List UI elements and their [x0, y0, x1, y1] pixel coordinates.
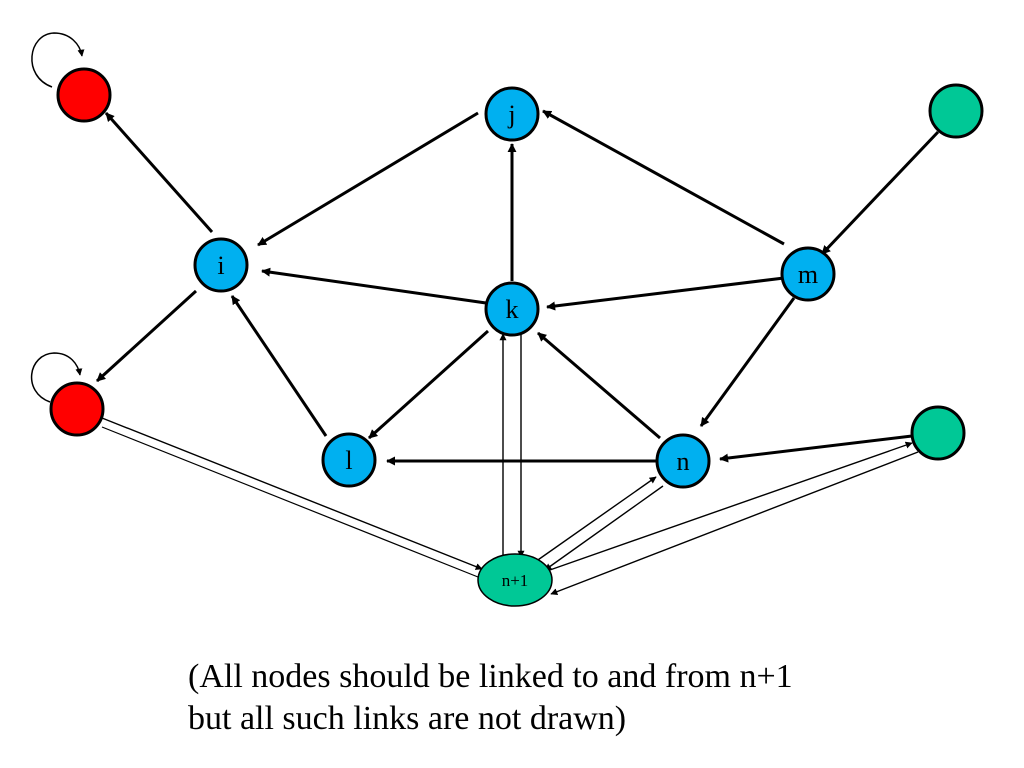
node-i-label: i [217, 251, 224, 280]
edge-m-to-j [542, 109, 785, 246]
edge-n-plus-1-to-green-right [546, 441, 913, 572]
node-l-label: l [345, 446, 352, 475]
edge-n-plus-1-to-n [534, 476, 657, 563]
node-l-circle [321, 432, 377, 488]
node-i-circle [193, 237, 249, 293]
self-loop-red-bottom [31, 352, 83, 403]
node-k-label: k [506, 295, 519, 324]
edge-green-right-to-n [719, 434, 913, 463]
edge-j-to-i [257, 111, 479, 247]
node-green-right [910, 405, 966, 461]
node-n-label: n [677, 447, 690, 476]
edges-n-plus-1 [101, 333, 919, 595]
edge-k-to-i [261, 267, 487, 305]
edges-main [95, 109, 940, 466]
node-m-label: m [798, 260, 818, 289]
node-k: k [484, 281, 540, 337]
caption: (All nodes should be linked to and from … [188, 656, 988, 740]
node-i: i [193, 237, 249, 293]
edge-green-top-to-m [820, 130, 940, 256]
node-green-top [928, 83, 984, 139]
self-loop-red-top [31, 32, 85, 88]
edge-i-to-red-bottom [95, 289, 198, 383]
node-n-circle [655, 433, 711, 489]
edge-i-to-red-top [104, 112, 214, 233]
node-m: m [780, 246, 836, 302]
caption-line-2: but all such links are not drawn) [188, 700, 627, 737]
self-loops [31, 32, 85, 403]
nodes: j i k m l n n+1 [49, 67, 984, 607]
edge-m-to-n [699, 297, 796, 427]
edge-green-right-to-n-plus-1 [550, 451, 919, 595]
node-j: j [484, 86, 540, 142]
node-j-label: j [507, 100, 515, 129]
edge-k-to-l [367, 329, 490, 440]
node-m-circle [780, 246, 836, 302]
node-k-circle [484, 281, 540, 337]
edge-n-plus-1-to-red-bottom [101, 426, 479, 578]
edge-n-to-k [537, 331, 661, 440]
node-n-plus-1: n+1 [477, 553, 553, 607]
caption-line-1: (All nodes should be linked to and from … [188, 658, 793, 695]
edge-n-to-n-plus-1 [544, 485, 664, 571]
graph-diagram: j i k m l n n+1 [31, 32, 984, 607]
node-j-circle [484, 86, 540, 142]
edge-red-bottom-to-n-plus-1 [101, 417, 483, 570]
node-l: l [321, 432, 377, 488]
node-red-top [56, 67, 112, 123]
node-n-plus-1-ellipse [477, 553, 553, 607]
edge-m-to-k [546, 276, 785, 311]
edge-l-to-i [230, 295, 328, 437]
node-n: n [655, 433, 711, 489]
node-n-plus-1-label: n+1 [502, 571, 529, 590]
node-red-bottom [49, 381, 105, 437]
